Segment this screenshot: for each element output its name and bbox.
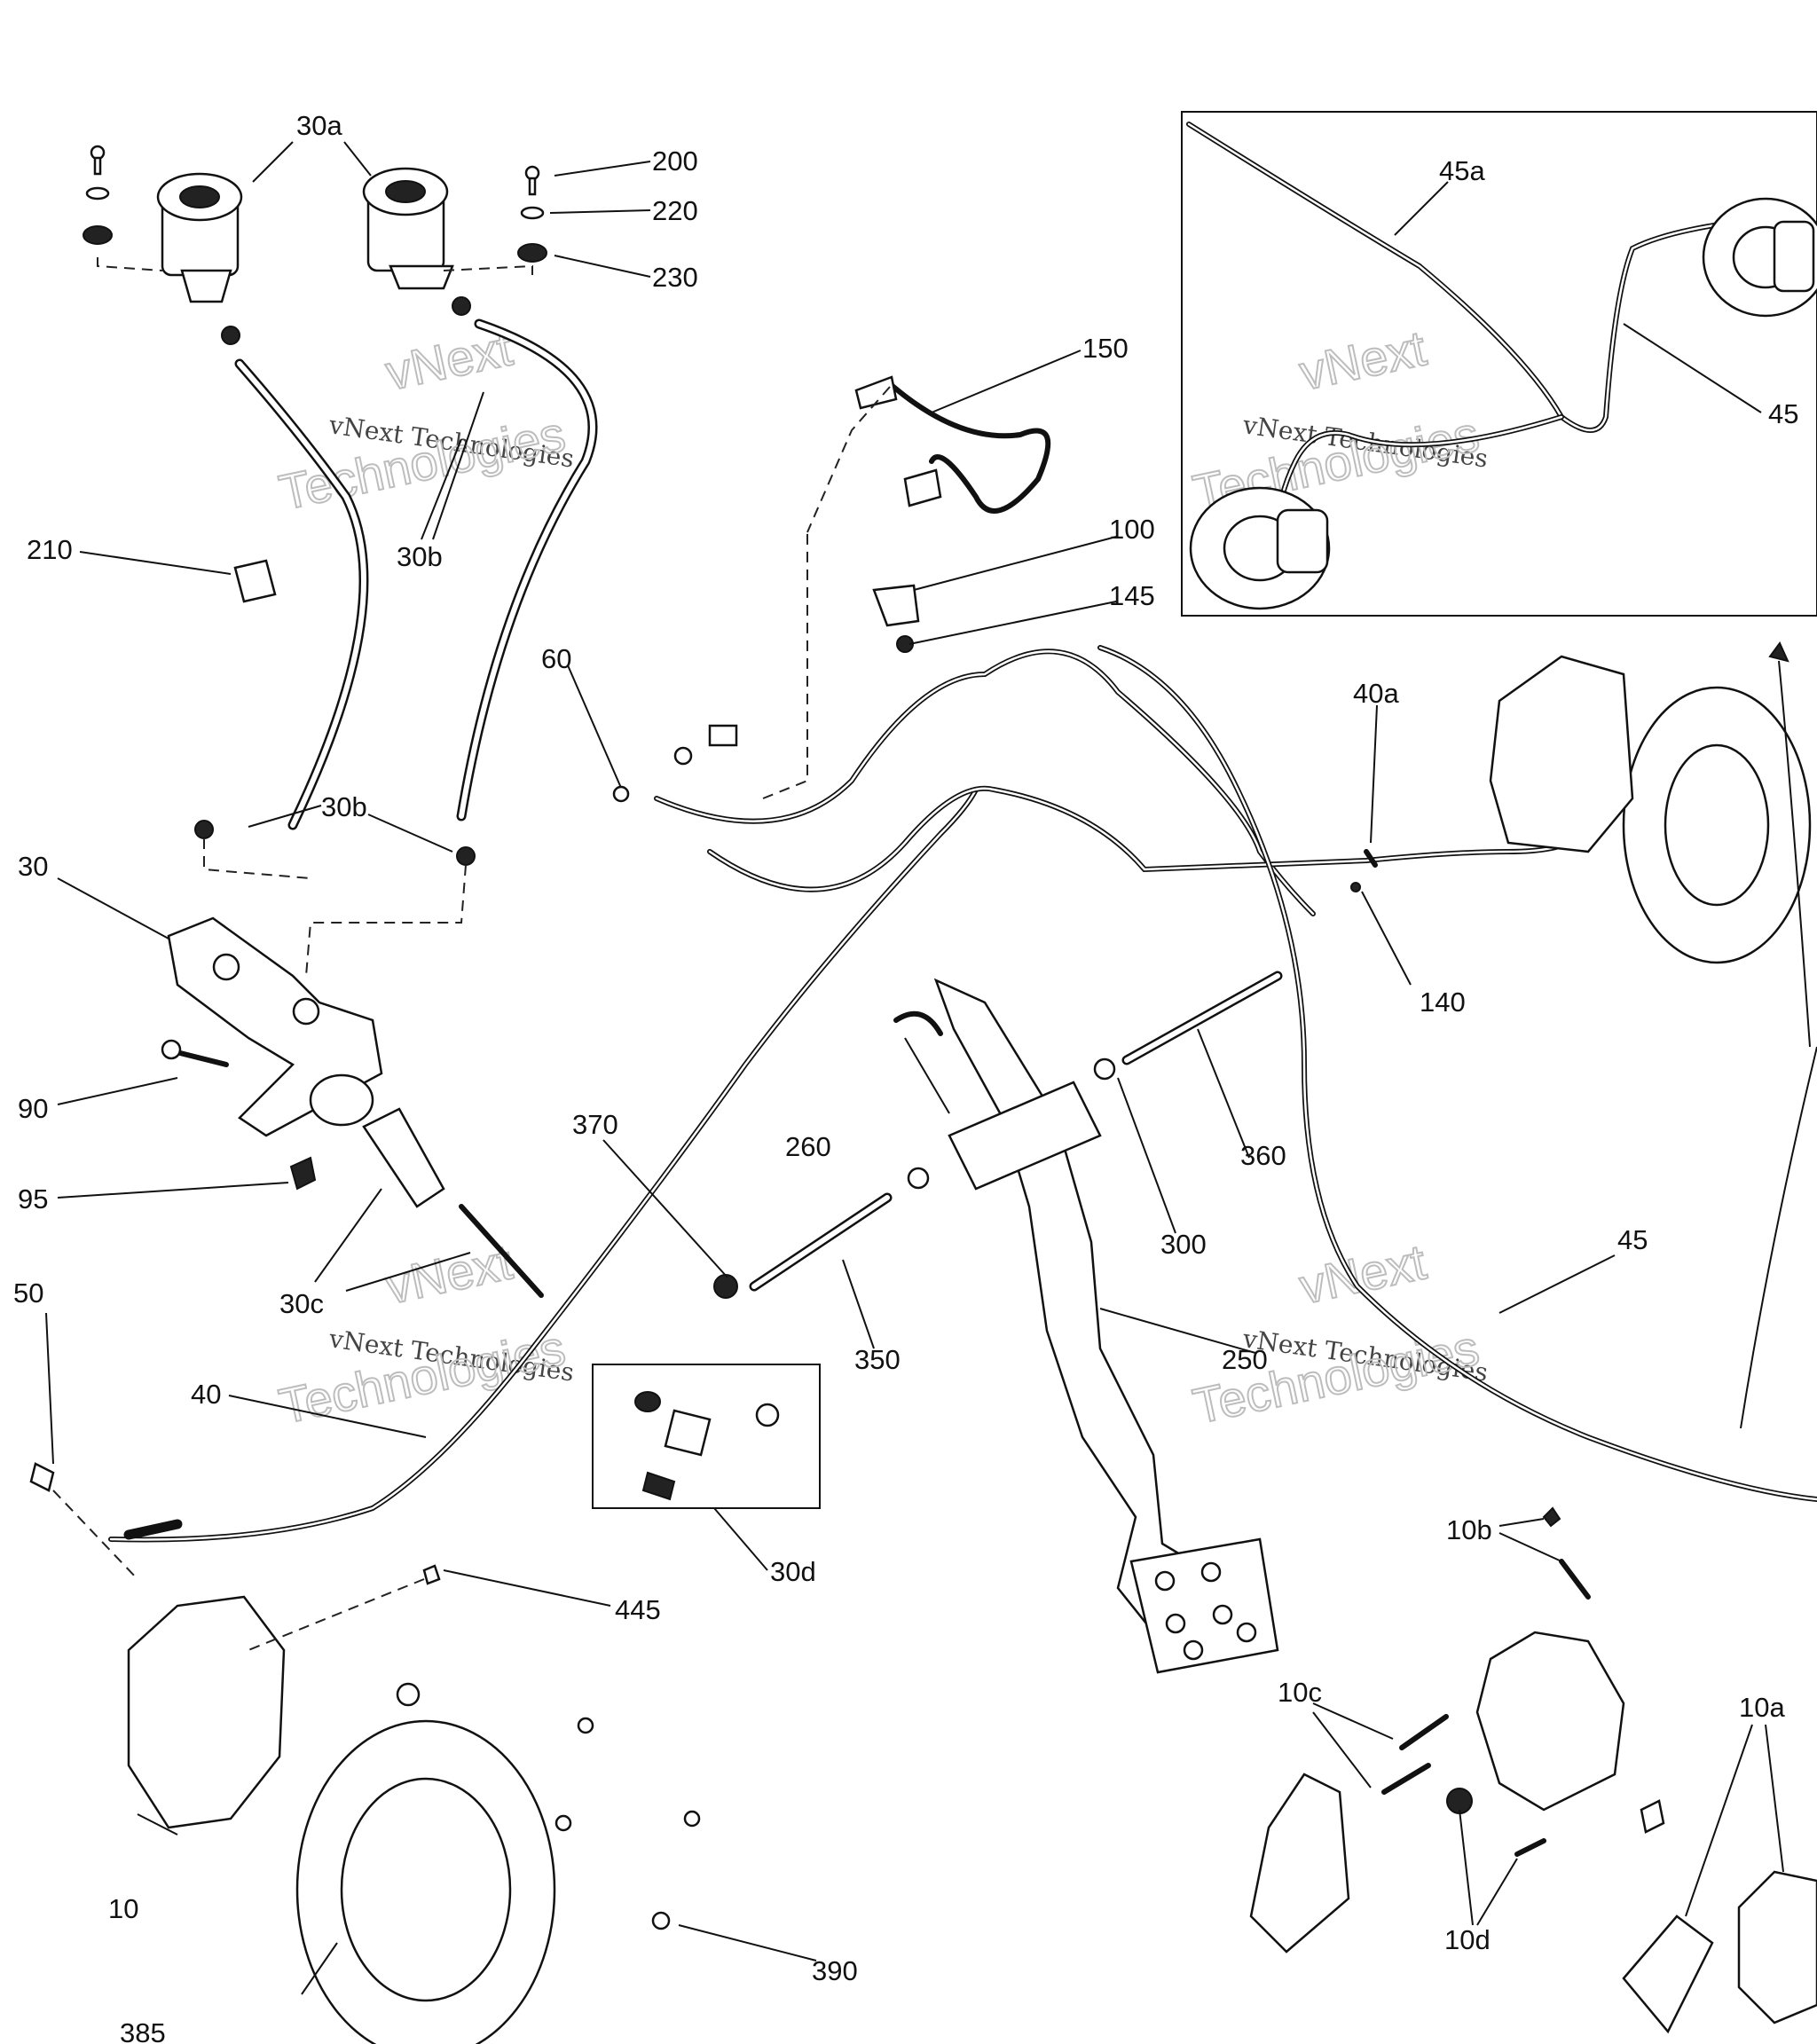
clip-210 <box>233 559 277 603</box>
label-300: 300 <box>1160 1229 1207 1260</box>
label-150: 150 <box>1082 333 1129 364</box>
label-230: 230 <box>652 262 698 293</box>
inset-caliper-left <box>1276 508 1329 574</box>
label-350: 350 <box>854 1344 901 1375</box>
reservoir-left <box>156 172 243 303</box>
label-250: 250 <box>1222 1344 1268 1375</box>
nut-370 <box>713 1274 738 1299</box>
label-140: 140 <box>1420 987 1466 1018</box>
caliper-right <box>1489 655 1634 853</box>
watermark-mid-left: vNext vNext Technologies Technologies <box>273 1232 576 1435</box>
washer-300 <box>1093 1057 1116 1081</box>
part-labels: 30a 200 220 230 210 30b 30b 30 90 95 30c… <box>13 110 1798 2044</box>
sensor-150 <box>885 379 1051 514</box>
brake-line-40a <box>707 785 1591 892</box>
bolt-390 <box>651 1911 671 1930</box>
brake-pad-right <box>1737 1870 1817 2024</box>
pedal-pad <box>1129 1537 1279 1674</box>
label-95: 95 <box>18 1183 48 1215</box>
label-90: 90 <box>18 1093 48 1124</box>
label-30a: 30a <box>296 110 342 141</box>
label-45-inset: 45 <box>1768 398 1798 429</box>
label-370: 370 <box>572 1109 618 1140</box>
bolt-445 <box>422 1564 441 1585</box>
label-10b: 10b <box>1446 1514 1492 1545</box>
label-390: 390 <box>812 1955 858 1986</box>
label-200: 200 <box>652 145 698 177</box>
label-10c: 10c <box>1278 1677 1322 1708</box>
label-260: 260 <box>785 1131 831 1162</box>
inset-caliper-right <box>1773 220 1815 293</box>
caliper-bracket <box>1249 1773 1350 1954</box>
label-60: 60 <box>541 643 571 674</box>
clevis-inset-30d <box>592 1364 821 1509</box>
label-30d: 30d <box>770 1556 816 1587</box>
pedal-bushing <box>948 1081 1102 1191</box>
label-45a: 45a <box>1439 155 1485 186</box>
brake-line-40 <box>108 787 979 1543</box>
hose-clamp <box>221 326 240 345</box>
label-40: 40 <box>191 1379 221 1410</box>
label-30c: 30c <box>279 1288 324 1319</box>
direction-arrow <box>1778 660 1811 1048</box>
watermark-line1: vNext <box>1294 1233 1431 1314</box>
inset-frame <box>1181 111 1817 617</box>
brake-pedal <box>933 978 1279 1674</box>
clamp-100 <box>872 584 920 627</box>
caliper-left <box>127 1595 286 1829</box>
label-10: 10 <box>108 1893 138 1924</box>
label-385: 385 <box>120 2017 166 2044</box>
label-30b-top: 30b <box>397 541 443 572</box>
watermark-top-right: vNext vNext Technologies Technologies <box>1187 318 1490 521</box>
label-45-main: 45 <box>1617 1224 1648 1255</box>
reservoir-right <box>362 167 454 290</box>
label-210: 210 <box>27 534 73 565</box>
caliper-rear <box>1475 1631 1625 1812</box>
watermark-mid-right: vNext vNext Technologies Technologies <box>1187 1232 1490 1435</box>
hose-clamp <box>194 820 214 839</box>
watermark-line1: vNext <box>1294 319 1431 400</box>
label-40a: 40a <box>1353 678 1399 709</box>
label-145: 145 <box>1109 580 1155 611</box>
label-100: 100 <box>1109 514 1155 545</box>
rear-caliper-assembly <box>1249 1506 1817 2034</box>
label-360: 360 <box>1240 1140 1286 1171</box>
nut-95 <box>289 1156 317 1191</box>
label-445: 445 <box>615 1594 661 1625</box>
clip-140 <box>1350 882 1361 892</box>
label-50: 50 <box>13 1278 43 1309</box>
reservoir-fasteners <box>83 145 547 275</box>
leader-lines <box>45 141 1784 1995</box>
spring-260 <box>893 1010 943 1036</box>
label-10a: 10a <box>1739 1692 1785 1723</box>
hose-clamp <box>452 296 471 316</box>
label-220: 220 <box>652 195 698 226</box>
label-30b-low: 30b <box>321 791 367 822</box>
rear-brake-inset <box>1181 111 1817 617</box>
front-left-brake <box>127 1595 556 2044</box>
label-30: 30 <box>18 851 48 882</box>
boot-30c <box>362 1107 544 1298</box>
bleeder-10b <box>1542 1506 1561 1528</box>
hose-clamp <box>456 846 476 866</box>
bolt-90 <box>170 1049 229 1067</box>
banjo-bolt-50 <box>29 1462 55 1492</box>
washer-60 <box>612 785 630 803</box>
label-10d: 10d <box>1444 1924 1491 1955</box>
front-right-brake <box>1489 655 1812 964</box>
brake-pad-left <box>1622 1914 1714 2034</box>
master-cylinder <box>167 916 383 1137</box>
